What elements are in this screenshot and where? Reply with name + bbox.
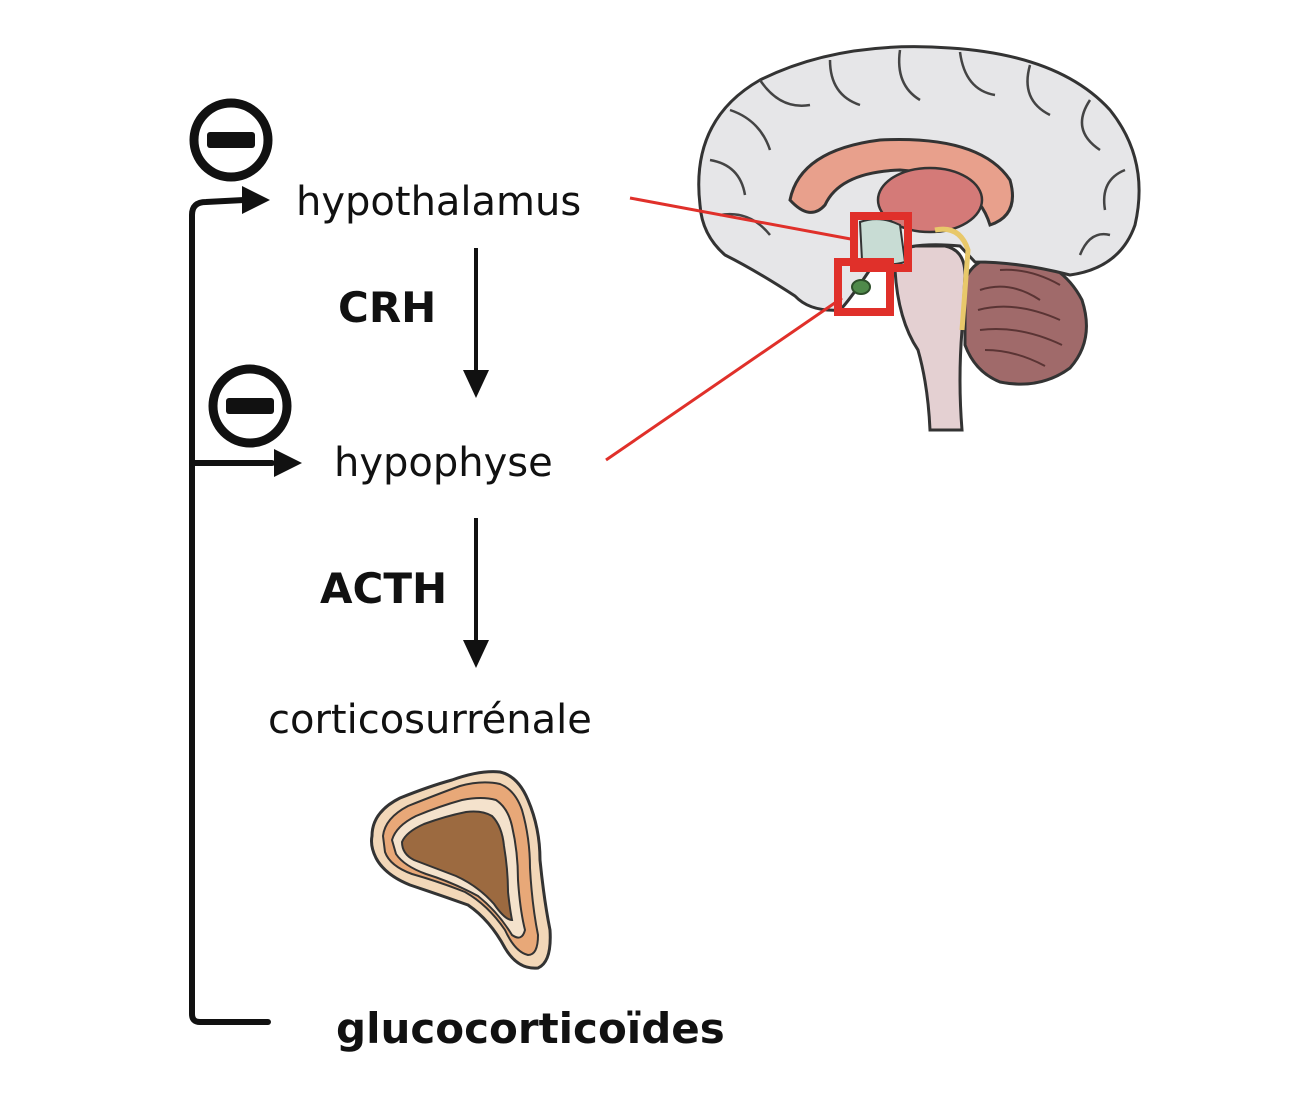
connector-lines: [605, 196, 857, 462]
cascade-arrow-acth: [463, 518, 489, 668]
hypothalamus-region: [858, 218, 907, 266]
cascade-arrow-crh: [463, 248, 489, 398]
arrowhead-to-hypophyse: [274, 449, 302, 477]
acth-label: ACTH: [320, 564, 448, 613]
arrowhead-to-hypothalamus: [242, 186, 270, 214]
adrenal-medulla: [400, 810, 514, 922]
connector-hypothalamus: [629, 196, 857, 242]
highlight-boxes: [834, 212, 912, 316]
pituitary-gland: [851, 279, 871, 295]
connector-hypophyse: [605, 296, 843, 462]
minus-circle-icon: [208, 364, 292, 448]
adrenal-gland-illustration: [370, 770, 552, 970]
glucocorticoides-label: glucocorticoïdes: [336, 1004, 725, 1053]
brain-illustration: [697, 45, 1141, 432]
hypothalamus-highlight: [850, 212, 912, 272]
hypophyse-highlight: [834, 258, 894, 316]
hypothalamus-label: hypothalamus: [296, 179, 582, 225]
feedback-arrowheads: [242, 186, 302, 477]
corpus-callosum: [788, 138, 1014, 227]
crh-label: CRH: [338, 283, 437, 332]
hypophyse-label: hypophyse: [334, 440, 553, 486]
minus-circle-icon: [189, 98, 273, 182]
feedback-loop: [189, 197, 275, 1025]
corticosurrenale-label: corticosurrénale: [268, 697, 592, 743]
brainstem: [893, 244, 967, 432]
